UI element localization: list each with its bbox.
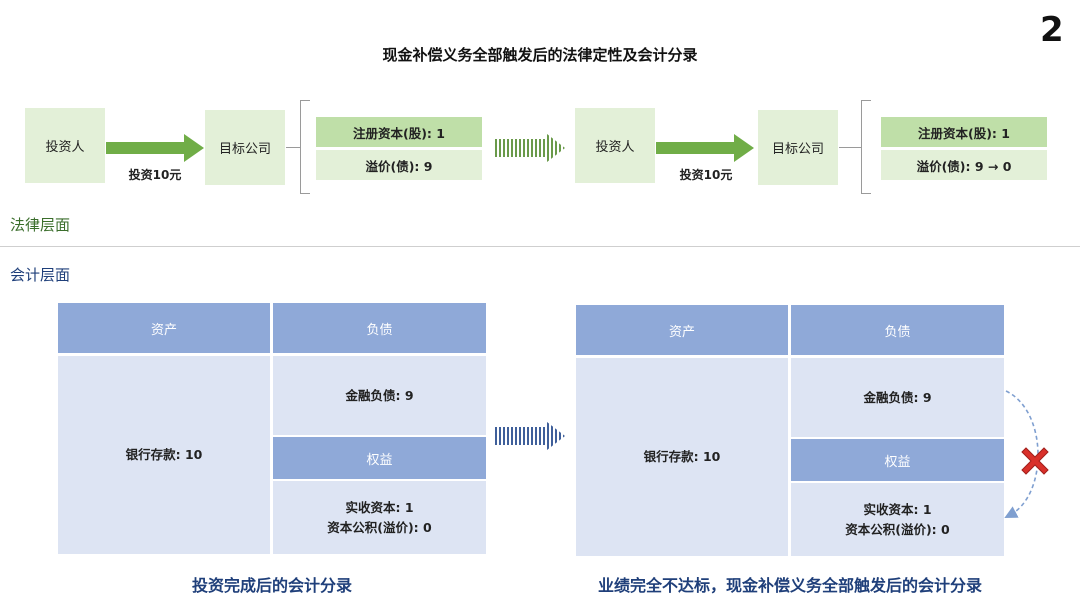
equity-header-label-left: 权益	[366, 452, 393, 468]
bank-deposit-label-left: 银行存款: 10	[125, 447, 203, 462]
investor-box-right: 投资人	[575, 108, 655, 183]
liabilities-header-right: 负债	[791, 305, 1004, 355]
target-company-box-right: 目标公司	[758, 110, 838, 185]
investment-arrow-right	[656, 134, 754, 162]
connector-line-left	[286, 147, 300, 148]
equity-header-left: 权益	[273, 437, 486, 479]
target-company-label-right: 目标公司	[771, 142, 824, 157]
caption-right: 业绩完全不达标，现金补偿义务全部触发后的会计分录	[597, 576, 982, 595]
assets-header-left: 资产	[58, 303, 270, 353]
liabilities-header-left: 负债	[273, 303, 486, 353]
liabilities-header-label-left: 负债	[366, 322, 393, 338]
registered-capital-box-right: 注册资本(股): 1	[881, 117, 1047, 147]
capital-reserve-label-right: 资本公积(溢价): 0	[845, 521, 950, 537]
section-label-accounting: 会计层面	[10, 266, 71, 284]
equity-header-label-right: 权益	[884, 454, 911, 470]
bracket-left	[300, 100, 310, 194]
financial-liability-cell-left: 金融负债: 9	[273, 356, 486, 435]
connector-line-right	[839, 147, 861, 148]
equity-cell-right: 实收资本: 1 资本公积(溢价): 0	[791, 483, 1004, 556]
premium-label-left: 溢价(债): 9	[365, 158, 433, 174]
paid-in-capital-label-right: 实收资本: 1	[863, 501, 932, 517]
investment-label-left: 投资10元	[128, 168, 182, 182]
bank-deposit-label-right: 银行存款: 10	[643, 449, 721, 464]
bank-deposit-cell-right: 银行存款: 10	[576, 358, 788, 556]
premium-box-left: 溢价(债): 9	[316, 150, 482, 180]
diagram-title: 现金补偿义务全部触发后的法律定性及会计分录	[382, 46, 698, 64]
section-divider	[0, 246, 1080, 247]
registered-capital-label-right: 注册资本(股): 1	[918, 125, 1010, 141]
assets-header-label-right: 资产	[668, 324, 695, 340]
capital-reserve-label-left: 资本公积(溢价): 0	[327, 519, 432, 535]
target-company-label-left: 目标公司	[218, 142, 271, 157]
premium-box-right: 溢价(债): 9 → 0	[881, 150, 1047, 180]
investor-label-left: 投资人	[45, 140, 85, 155]
bracket-right	[861, 100, 871, 194]
section-label-legal: 法律层面	[10, 216, 71, 234]
transition-arrow-legal	[495, 134, 565, 162]
investor-box-left: 投资人	[25, 108, 105, 183]
registered-capital-box-left: 注册资本(股): 1	[316, 117, 482, 147]
liabilities-header-label-right: 负债	[884, 324, 911, 340]
caption-left: 投资完成后的会计分录	[191, 576, 352, 595]
financial-liability-cell-right: 金融负债: 9	[791, 358, 1004, 437]
financial-liability-label-right: 金融负债: 9	[863, 389, 932, 405]
page-number: 2	[1040, 10, 1064, 50]
cross-icon	[1021, 447, 1049, 475]
reclassification-arrow	[1004, 390, 1039, 518]
registered-capital-label-left: 注册资本(股): 1	[353, 125, 445, 141]
target-company-box-left: 目标公司	[205, 110, 285, 185]
paid-in-capital-label-left: 实收资本: 1	[345, 499, 414, 515]
equity-cell-left: 实收资本: 1 资本公积(溢价): 0	[273, 481, 486, 554]
premium-label-right: 溢价(债): 9 → 0	[916, 158, 1012, 174]
financial-liability-label-left: 金融负债: 9	[345, 387, 414, 403]
investment-label-right: 投资10元	[679, 168, 733, 182]
equity-header-right: 权益	[791, 439, 1004, 481]
investment-arrow-left	[106, 134, 204, 162]
assets-header-label-left: 资产	[150, 322, 177, 338]
assets-header-right: 资产	[576, 305, 788, 355]
investor-label-right: 投资人	[595, 140, 635, 155]
transition-arrow-accounting	[495, 422, 565, 450]
bank-deposit-cell-left: 银行存款: 10	[58, 356, 270, 554]
